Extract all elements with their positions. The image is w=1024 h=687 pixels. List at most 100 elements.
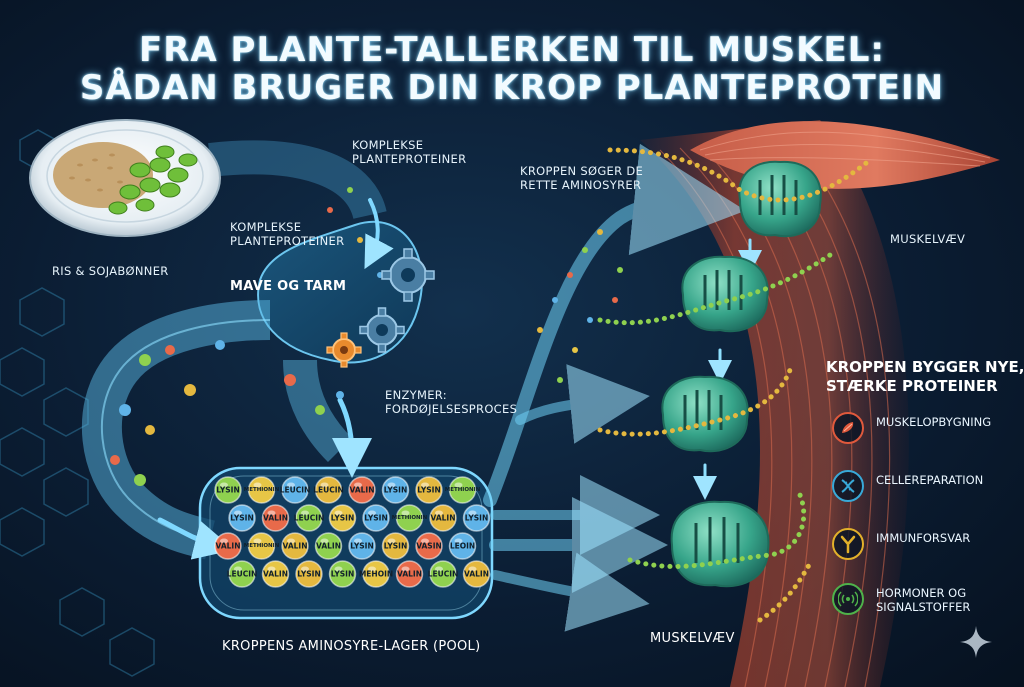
role-hormones-signals: HORMONER OG SIGNALSTOFFER — [832, 583, 1022, 619]
bubble-highlight — [220, 482, 228, 488]
amino-acid-bubble — [429, 504, 457, 532]
bubble-highlight — [354, 482, 362, 488]
amino-acid-bubble — [247, 476, 276, 504]
title-line-2: SÅDAN BRUGER DIN KROP PLANTEPROTEIN — [79, 68, 945, 108]
antibody-icon — [832, 528, 864, 560]
complex-mid-line-1: KOMPLEKSE — [230, 220, 302, 234]
bubble-highlight — [421, 482, 429, 488]
plate-label: RIS & SOJABØNNER — [52, 264, 169, 278]
bubble-highlight — [334, 566, 343, 572]
role-cell-repair: CELLEREPARATION — [832, 470, 1022, 506]
bubble-highlight — [234, 510, 242, 516]
protein-structures — [597, 147, 873, 623]
bead-chains — [597, 147, 873, 623]
signal-icon — [832, 583, 864, 615]
amino-acid-bubble — [281, 532, 309, 560]
bubble-highlight — [387, 482, 396, 488]
bubble-highlight — [354, 538, 362, 544]
plate-illustration — [29, 119, 221, 237]
pool-label: KROPPENS AMINOSYRE-LAGER (POOL) — [222, 639, 481, 654]
amino-acid-bubble — [362, 504, 390, 532]
amino-acid-bubble — [228, 504, 256, 532]
role-immune-defense: IMMUNFORSVAR — [832, 528, 1022, 564]
amino-acid-bubble — [462, 560, 491, 588]
amino-acid-bubble — [381, 532, 410, 560]
role-text: MUSKELOPBYGNING — [876, 415, 991, 429]
bubble-highlight — [368, 510, 376, 516]
enzymes-line-1: ENZYMER: — [385, 388, 447, 402]
bubble-highlight — [287, 538, 295, 544]
complex-top-line-2: PLANTEPROTEINER — [352, 152, 467, 166]
enzymes-line-2: FORDØJELSESPROCES — [385, 402, 518, 416]
bubble-highlight — [234, 566, 242, 572]
bubble-highlight — [220, 538, 228, 544]
muscle-label-bottom: MUSKELVÆV — [650, 631, 735, 646]
amino-acid-bubble — [415, 532, 443, 560]
sparkle-icon — [960, 626, 992, 658]
amino-acid-bubble — [448, 532, 477, 560]
amino-acid-bubble — [395, 504, 424, 532]
role-label: IMMUNFORSVAR — [876, 531, 971, 545]
amino-acid-bubble — [261, 504, 290, 532]
bubble-highlight — [468, 510, 477, 516]
amino-acid-bubble — [295, 504, 323, 532]
build-heading: KROPPEN BYGGER NYE, STÆRKE PROTEINER — [826, 358, 1024, 396]
amino-acid-bubble — [429, 560, 457, 588]
bubble-highlight — [267, 566, 276, 572]
bubble-highlight — [401, 510, 410, 516]
bubble-highlight — [468, 566, 477, 572]
bubble-highlight — [454, 538, 463, 544]
bubble-highlight — [334, 510, 343, 516]
muscle-icon — [832, 412, 864, 444]
complex-protein-label-mid: KOMPLEKSE PLANTEPROTEINER — [230, 220, 344, 248]
amino-acid-bubble — [281, 476, 309, 504]
flow-arrows — [157, 143, 762, 632]
amino-acid-bubble — [328, 560, 357, 588]
dna-icon — [832, 470, 864, 502]
bubble-highlight — [435, 566, 443, 572]
bubble-highlight — [421, 538, 429, 544]
bubble-highlight — [253, 538, 262, 544]
role-text: IMMUNFORSVAR — [876, 531, 970, 545]
role-label: MUSKELOPBYGNING — [876, 415, 992, 429]
bubble-highlight — [287, 482, 295, 488]
amino-acid-bubble — [247, 532, 276, 560]
seek-line-1: KROPPEN SØGER DE — [520, 164, 644, 178]
role-label: CELLEREPARATION — [876, 473, 984, 487]
bubble-highlight — [401, 566, 410, 572]
bubble-highlight — [301, 566, 309, 572]
bubble-highlight — [320, 482, 329, 488]
complex-top-line-1: KOMPLEKSE — [352, 138, 424, 152]
bubble-highlight — [435, 510, 443, 516]
amino-acid-bubble — [348, 532, 376, 560]
amino-acid-bubble — [214, 476, 242, 504]
role-text: HORMONER OG SIGNALSTOFFER — [876, 586, 970, 614]
stomach-label: MAVE OG TARM — [230, 279, 347, 294]
muscle-label-top: MUSKELVÆV — [890, 232, 966, 246]
bubble-highlight — [267, 510, 276, 516]
bubble-highlight — [387, 538, 396, 544]
complex-protein-label-top: KOMPLEKSE PLANTEPROTEINER — [352, 138, 466, 166]
amino-acid-bubble — [381, 476, 410, 504]
build-heading-line-1: KROPPEN BYGGER NYE, — [826, 358, 1024, 376]
amino-acid-bubble — [314, 532, 343, 560]
role-label: HORMONER OG — [876, 586, 967, 600]
bubble-highlight — [253, 482, 262, 488]
bubble-highlight — [368, 566, 376, 572]
title-line-1: FRA PLANTE-TALLERKEN TIL MUSKEL: — [138, 30, 886, 70]
amino-acid-bubble — [295, 560, 323, 588]
complex-mid-line-2: PLANTEPROTEINER — [230, 234, 345, 248]
amino-acid-bubble — [462, 504, 491, 532]
bubble-highlight — [301, 510, 309, 516]
role-muscle-building: MUSKELOPBYGNING — [832, 412, 1022, 448]
enzymes-label: ENZYMER: FORDØJELSESPROCES — [385, 388, 517, 416]
build-heading-line-2: STÆRKE PROTEINER — [826, 377, 998, 395]
bubble-highlight — [320, 538, 329, 544]
amino-acid-bubble — [362, 560, 390, 588]
role-label-2: SIGNALSTOFFER — [876, 600, 971, 614]
amino-acid-bubble — [261, 560, 290, 588]
enzyme-gears — [326, 248, 435, 368]
amino-acid-bubble — [214, 532, 242, 560]
